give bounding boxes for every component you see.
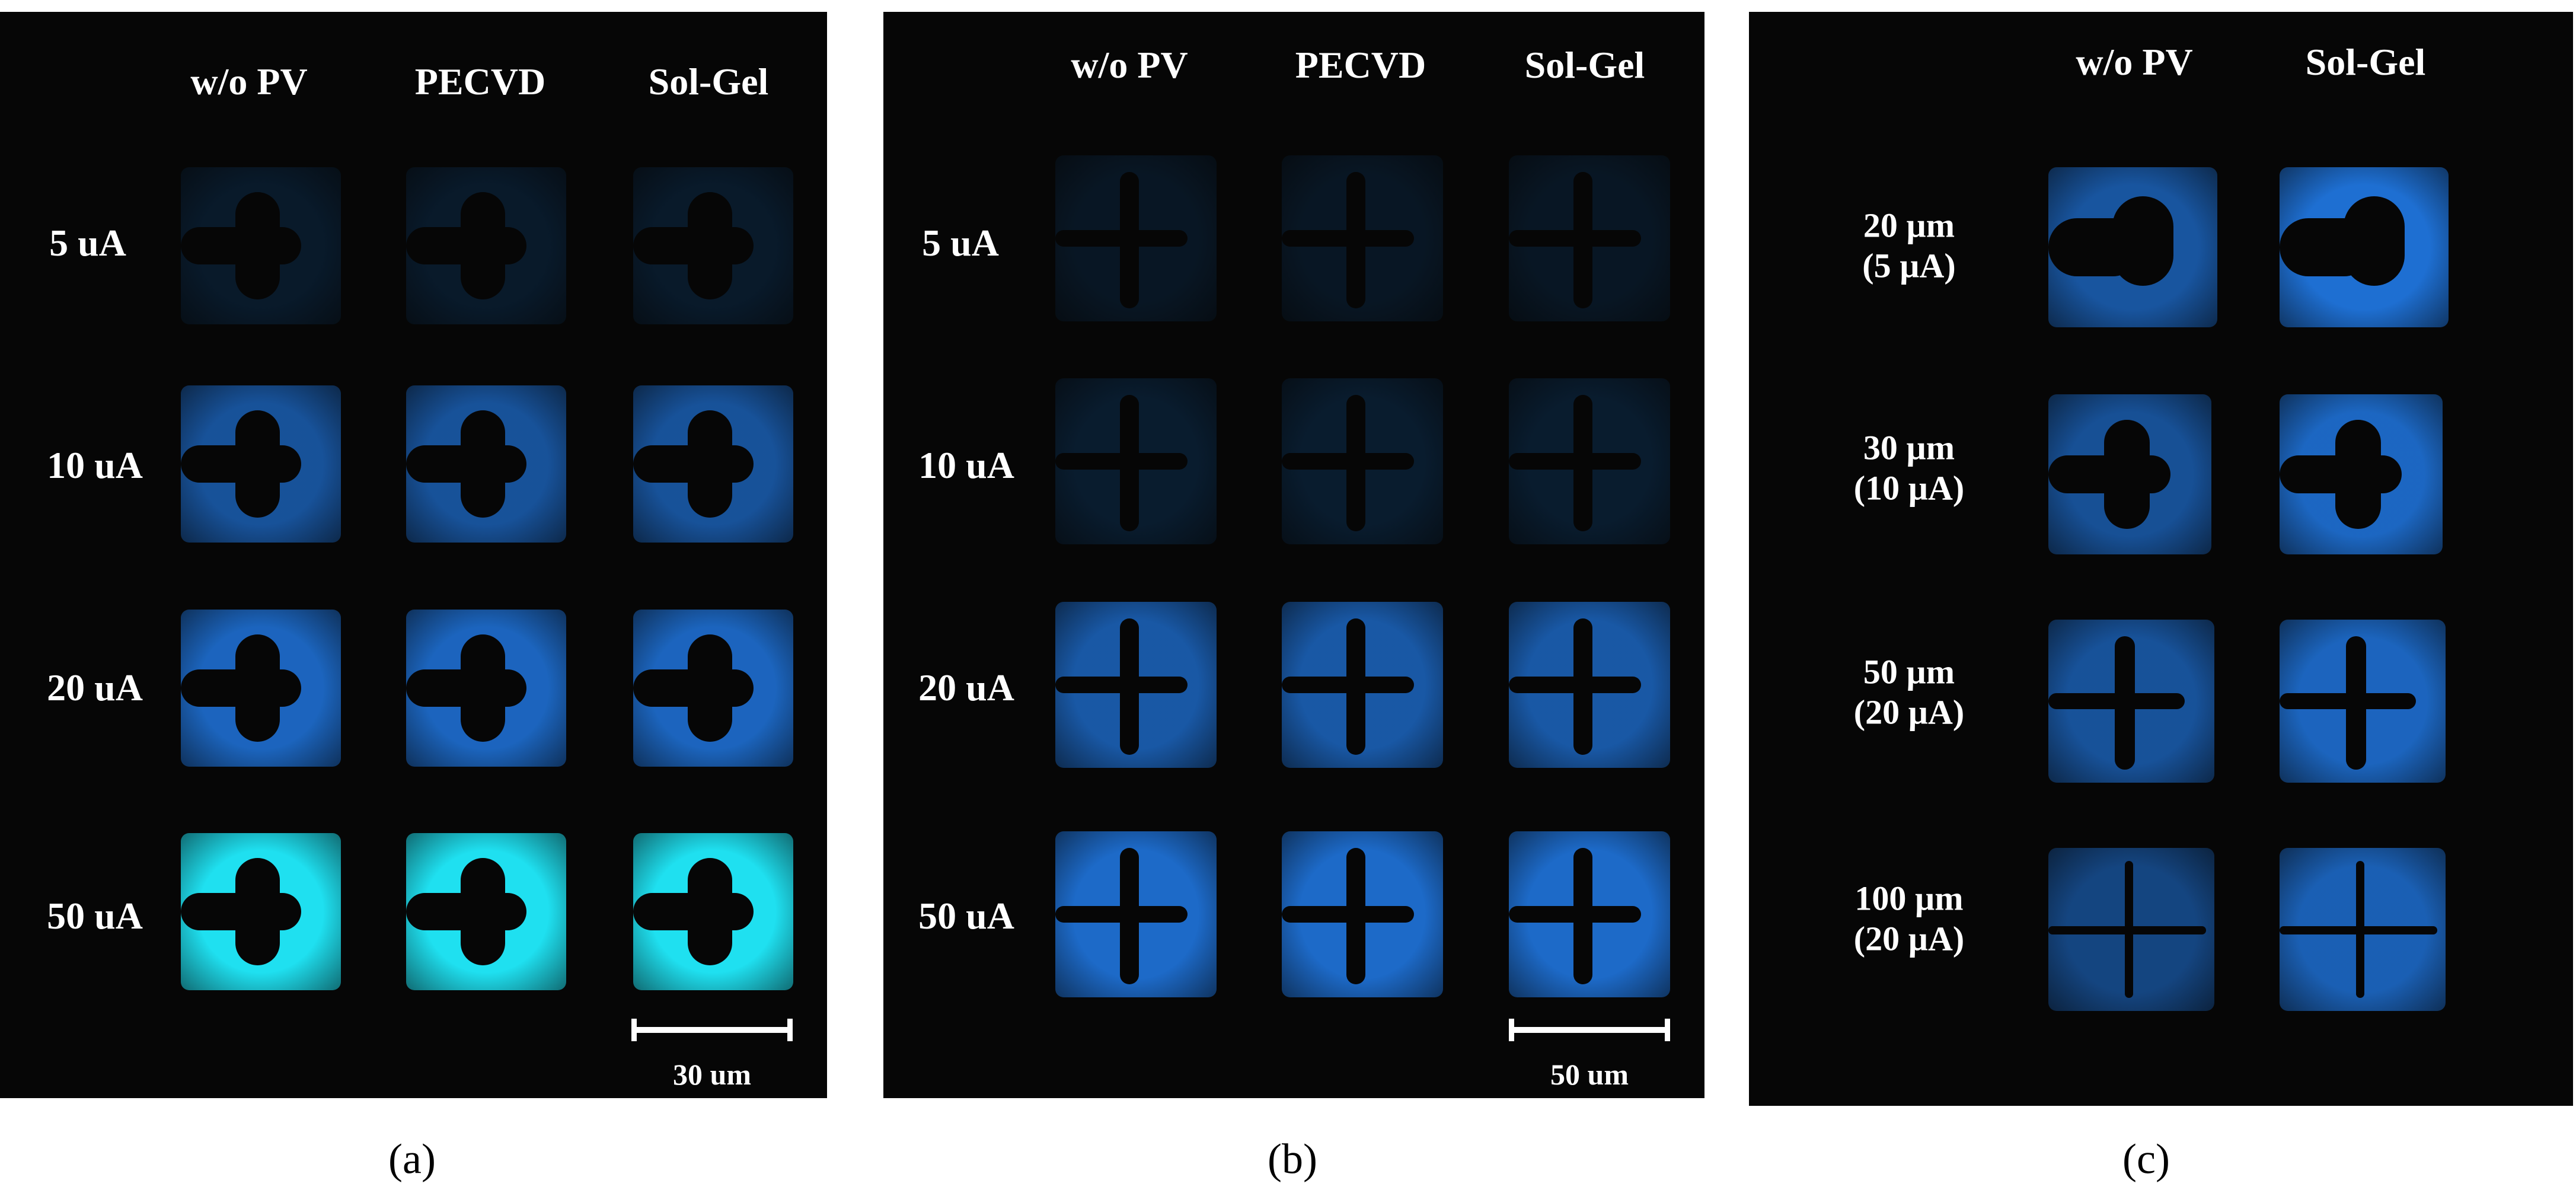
emission-pixel	[406, 833, 566, 990]
emission-pixel	[406, 167, 566, 324]
column-header-wo-pv: w/o PV	[190, 60, 308, 103]
row-label-10ua: 10 uA	[47, 444, 143, 487]
emission-pixel	[1282, 378, 1443, 544]
row-label-50ua: 50 uA	[47, 895, 143, 937]
caption-b: (b)	[1268, 1135, 1317, 1183]
emission-pixel	[1282, 831, 1443, 997]
emission-pixel	[633, 833, 793, 990]
emission-pixel	[1509, 602, 1670, 768]
emission-pixel	[1055, 831, 1217, 997]
row-label-20ua: 20 uA	[47, 666, 143, 709]
emission-pixel	[406, 385, 566, 543]
emission-pixel	[406, 610, 566, 767]
emission-pixel	[181, 610, 341, 767]
emission-pixel	[2048, 848, 2214, 1011]
column-header-sol-gel: Sol-Gel	[1524, 44, 1645, 87]
row-label-5ua: 5 uA	[49, 222, 126, 264]
emission-pixel	[2048, 167, 2217, 327]
row-label-50um: 50 µm (20 µA)	[1853, 652, 1965, 732]
row-label-20um: 20 µm (5 µA)	[1862, 206, 1956, 285]
emission-pixel	[1055, 602, 1217, 768]
emission-pixel	[1509, 378, 1670, 544]
row-label-100um: 100 µm (20 µA)	[1853, 879, 1965, 958]
panel-a: w/o PV PECVD Sol-Gel 5 uA 10 uA 20 uA 50…	[0, 12, 827, 1098]
row-label-5ua: 5 uA	[922, 222, 999, 264]
column-header-wo-pv: w/o PV	[1071, 44, 1188, 87]
column-header-pecvd: PECVD	[414, 60, 546, 103]
caption-c: (c)	[2122, 1135, 2170, 1183]
row-label-50ua: 50 uA	[918, 895, 1014, 937]
emission-pixel	[1509, 155, 1670, 321]
emission-pixel	[181, 167, 341, 324]
emission-pixel	[633, 385, 793, 543]
emission-pixel	[2048, 620, 2214, 783]
column-header-sol-gel: Sol-Gel	[648, 60, 769, 103]
row-label-20ua: 20 uA	[918, 666, 1014, 709]
emission-pixel	[181, 833, 341, 990]
column-header-wo-pv: w/o PV	[2076, 41, 2193, 84]
column-header-pecvd: PECVD	[1295, 44, 1426, 87]
panel-c: w/o PV Sol-Gel 20 µm (5 µA) 30 µm (10 µA…	[1749, 12, 2573, 1106]
row-label-10ua: 10 uA	[918, 444, 1014, 487]
emission-pixel	[1055, 378, 1217, 544]
emission-pixel	[2280, 394, 2443, 554]
scale-bar-label-b: 50 um	[1550, 1058, 1629, 1091]
emission-pixel	[2280, 167, 2449, 327]
emission-pixel	[1282, 155, 1443, 321]
emission-pixel	[2280, 848, 2446, 1011]
emission-pixel	[2280, 620, 2446, 783]
row-label-30um: 30 µm (10 µA)	[1853, 428, 1965, 508]
emission-pixel	[633, 167, 793, 324]
emission-pixel	[181, 385, 341, 543]
column-header-sol-gel: Sol-Gel	[2305, 41, 2426, 84]
emission-pixel	[633, 610, 793, 767]
scale-bar-label-a: 30 um	[673, 1058, 751, 1091]
caption-a: (a)	[388, 1135, 436, 1183]
emission-pixel	[1282, 602, 1443, 768]
panel-b: w/o PV PECVD Sol-Gel 5 uA 10 uA 20 uA 50…	[883, 12, 1704, 1098]
emission-pixel	[2048, 394, 2211, 554]
emission-pixel	[1509, 831, 1670, 997]
emission-pixel	[1055, 155, 1217, 321]
